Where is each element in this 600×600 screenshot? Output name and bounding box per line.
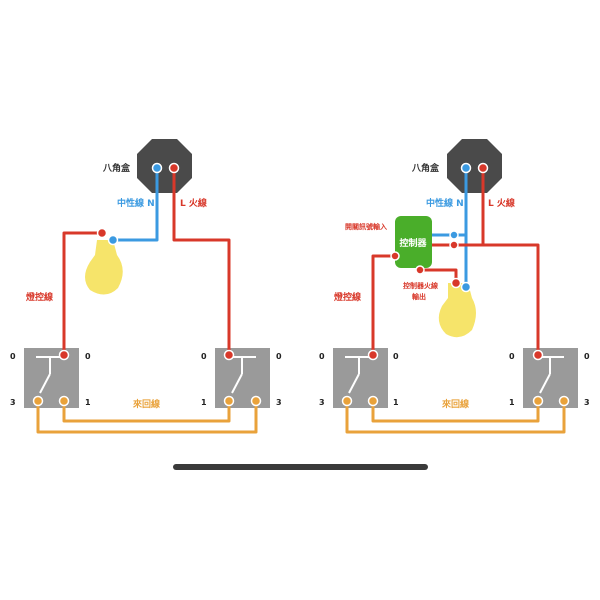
right-neutral-label: 中性線 N: [426, 197, 464, 209]
left-sw2-terminal-3: [250, 395, 262, 407]
right-sw1-common-terminal: [367, 349, 379, 361]
right-diagram: 八角盒 中性線 N L 火線 控制器 開關訊號輸入 控制器火線 輸出 燈控線 來…: [319, 139, 590, 434]
left-bulb-lamp-terminal: [96, 227, 108, 239]
left-traveler-wire-1: [36, 399, 258, 434]
left-sw1-terminal-3: [32, 395, 44, 407]
right-signal-wire: [371, 254, 397, 357]
left-sw1-terminal-1: [58, 395, 70, 407]
right-signal-input-label: 開關訊號輸入: [345, 222, 387, 231]
left-lamp-wire-label: 燈控線: [26, 291, 53, 303]
left-bulb: [85, 240, 123, 295]
left-box-neutral-terminal: [151, 162, 163, 174]
right-sw2-terminal-3: [558, 395, 570, 407]
right-sw1-terminal-1: [367, 395, 379, 407]
right-sw1-top-left: 0: [319, 352, 325, 361]
home-indicator-bar[interactable]: [173, 464, 428, 470]
right-sw2-bot-right: 3: [584, 398, 590, 407]
left-sw1-bot-left: 3: [10, 398, 16, 407]
right-sw2-common-terminal: [532, 349, 544, 361]
left-sw2-bot-right: 3: [276, 398, 282, 407]
right-box-label: 八角盒: [411, 162, 440, 174]
left-box-label: 八角盒: [102, 162, 131, 174]
right-live-wire: [481, 166, 540, 357]
right-sw2-bot-left: 1: [509, 398, 515, 407]
left-sw1-common-terminal: [58, 349, 70, 361]
left-sw1-top-left: 0: [10, 352, 16, 361]
right-controller-label: 控制器: [399, 237, 427, 249]
left-sw1-top-right: 0: [85, 352, 91, 361]
right-output-label-2: 輸出: [412, 292, 426, 301]
right-sw1-bot-left: 3: [319, 398, 325, 407]
right-bulb-live-terminal: [450, 277, 462, 289]
left-live-label: L 火線: [180, 197, 207, 209]
right-box-live-terminal: [477, 162, 489, 174]
right-sw2-terminal-1: [532, 395, 544, 407]
left-sw2-terminal-1: [223, 395, 235, 407]
left-live-wire: [172, 166, 231, 357]
left-switch-1-lever: [36, 356, 62, 394]
right-sw2-top-right: 0: [584, 352, 590, 361]
right-controller-live-terminal: [449, 240, 459, 250]
left-traveler-label: 來回線: [132, 398, 160, 410]
right-output-terminal: [415, 265, 425, 275]
right-switch-1-lever: [345, 356, 371, 394]
left-traveler-wire-2: [62, 399, 231, 423]
right-live-label: L 火線: [488, 197, 515, 209]
left-neutral-label: 中性線 N: [117, 197, 155, 209]
left-sw2-common-terminal: [223, 349, 235, 361]
right-controller-box: [395, 216, 432, 268]
right-sw1-bot-right: 1: [393, 398, 399, 407]
left-junction-box: [137, 139, 192, 193]
left-sw2-top-right: 0: [276, 352, 282, 361]
right-bulb: [438, 283, 476, 338]
right-sw2-top-left: 0: [509, 352, 515, 361]
left-sw1-bot-right: 1: [85, 398, 91, 407]
right-junction-box: [447, 139, 502, 193]
left-diagram: 八角盒 中性線 N L 火線 燈控線 來回線 0 0 3 1 0 0 1 3: [10, 139, 282, 434]
right-sw1-top-right: 0: [393, 352, 399, 361]
right-traveler-label: 來回線: [441, 398, 469, 410]
right-sw1-terminal-3: [341, 395, 353, 407]
left-box-live-terminal: [168, 162, 180, 174]
left-bulb-neutral-terminal: [107, 234, 119, 246]
left-sw2-top-left: 0: [201, 352, 207, 361]
right-signal-terminal: [390, 251, 400, 261]
left-neutral-wire: [111, 166, 159, 242]
left-sw2-bot-left: 1: [201, 398, 207, 407]
right-bulb-neutral-terminal: [460, 281, 472, 293]
right-output-label-1: 控制器火線: [403, 281, 438, 290]
right-box-neutral-terminal: [460, 162, 472, 174]
right-lamp-wire-label: 燈控線: [334, 291, 361, 303]
left-lamp-wire: [62, 231, 104, 357]
right-controller-neutral-terminal: [449, 230, 459, 240]
right-traveler-wire-1: [345, 399, 566, 434]
right-traveler-wire-2: [371, 399, 540, 423]
